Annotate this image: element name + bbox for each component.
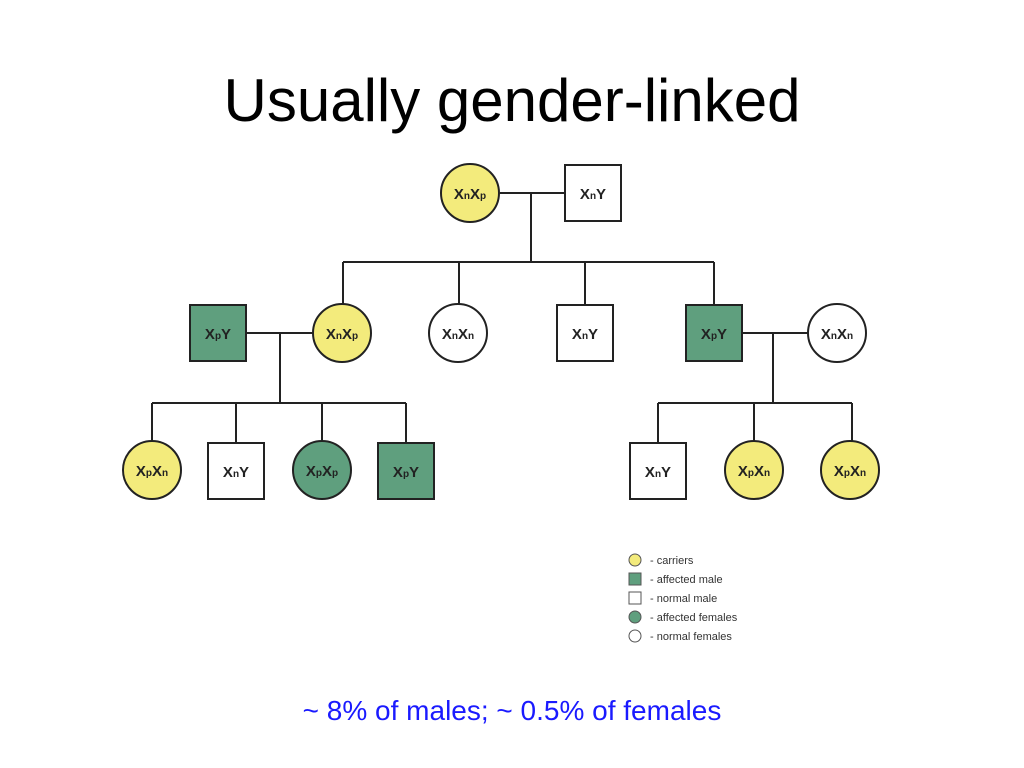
genotype-label: XpY — [205, 326, 231, 343]
legend-label: - affected females — [650, 612, 738, 624]
legend-label: - affected male — [650, 574, 723, 586]
connector-lines — [151, 192, 853, 443]
g2-son1-affected-male: XpY — [189, 304, 247, 362]
footer-statistic: ~ 8% of males; ~ 0.5% of females — [302, 695, 722, 726]
g2-son3-affected-male: XpY — [685, 304, 743, 362]
normal-male-symbol — [556, 304, 614, 362]
affected-female-symbol — [292, 440, 352, 500]
affected-circle-icon — [628, 610, 642, 624]
g3-a4-affected-male: XpY — [377, 442, 435, 500]
genotype-label: XnXn — [442, 326, 474, 343]
g1-mother-carrier-female: XnXp — [440, 163, 500, 223]
legend-label: - normal male — [650, 593, 717, 605]
g2-daughter1-carrier-female: XnXp — [312, 303, 372, 363]
carrier-circle-icon — [628, 553, 642, 567]
genotype-label: XpXn — [834, 463, 866, 480]
carrier-female-symbol — [820, 440, 880, 500]
carrier-female-symbol — [122, 440, 182, 500]
g3-b1-normal-male: XnY — [629, 442, 687, 500]
normal-male-symbol — [564, 164, 622, 222]
g3-a3-affected-female: XpXp — [292, 440, 352, 500]
carrier-female-symbol — [312, 303, 372, 363]
legend-item-affected-male: - affected male — [628, 572, 723, 586]
genotype-label: XnXp — [454, 186, 486, 203]
normal-male-symbol — [629, 442, 687, 500]
genotype-label: XpY — [393, 464, 419, 481]
normal-female-symbol — [428, 303, 488, 363]
genotype-label: XpXp — [306, 463, 338, 480]
legend-item-normal-females: - normal females — [628, 629, 732, 643]
affected-male-symbol — [377, 442, 435, 500]
genotype-label: XnY — [572, 326, 598, 343]
g2-daughter2-normal-female: XnXn — [428, 303, 488, 363]
carrier-female-symbol — [724, 440, 784, 500]
slide-title: Usually gender-linked — [223, 67, 801, 134]
normal-male-symbol — [207, 442, 265, 500]
genotype-label: XpXn — [738, 463, 770, 480]
genotype-label: XnY — [580, 186, 606, 203]
affected-male-symbol — [189, 304, 247, 362]
legend-item-affected-females: - affected females — [628, 610, 738, 624]
genotype-label: XpXn — [136, 463, 168, 480]
genotype-label: XnY — [223, 464, 249, 481]
g3-a2-normal-male: XnY — [207, 442, 265, 500]
carrier-female-symbol — [440, 163, 500, 223]
normal-female-symbol — [807, 303, 867, 363]
genotype-label: XpY — [701, 326, 727, 343]
genotype-label: XnXn — [821, 326, 853, 343]
legend-item-normal-male: - normal male — [628, 591, 717, 605]
g3-b3-carrier-female: XpXn — [820, 440, 880, 500]
g3-b2-carrier-female: XpXn — [724, 440, 784, 500]
legend-label: - normal females — [650, 631, 732, 643]
legend-item-carriers: - carriers — [628, 553, 694, 567]
g1-father-normal-male: XnY — [564, 164, 622, 222]
normal-square-icon — [628, 591, 642, 605]
genotype-label: XnXp — [326, 326, 358, 343]
g2-spouse-normal-female: XnXn — [807, 303, 867, 363]
affected-male-symbol — [685, 304, 743, 362]
legend-label: - carriers — [650, 555, 694, 567]
genotype-label: XnY — [645, 464, 671, 481]
normal-circle-icon — [628, 629, 642, 643]
g2-son2-normal-male: XnY — [556, 304, 614, 362]
affected-square-icon — [628, 572, 642, 586]
g3-a1-carrier-female: XpXn — [122, 440, 182, 500]
legend: - carriers - affected male - normal male… — [628, 553, 738, 643]
